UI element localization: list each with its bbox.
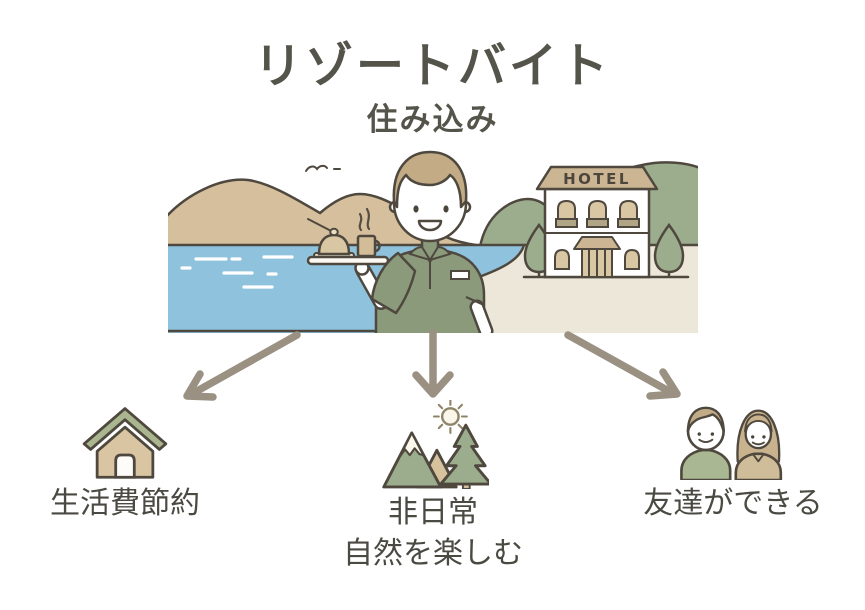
benefit-label: 友達ができる <box>643 486 823 521</box>
woman-figure <box>734 409 783 480</box>
page-subtitle: 住み込み <box>366 102 499 138</box>
name-tag <box>450 270 470 280</box>
arrow-left-icon <box>183 331 301 401</box>
benefit-save-living-costs: 生活費節約 <box>15 404 235 527</box>
bird-icon <box>305 164 341 172</box>
hair <box>392 150 468 209</box>
arrow-center-icon <box>412 329 454 398</box>
house-icon <box>82 407 168 479</box>
hotel-staff-figure <box>354 150 494 333</box>
benefit-label-line2: 自然を楽しむ <box>343 536 523 571</box>
man-figure <box>680 406 732 480</box>
hotel-sign: HOTEL <box>563 170 631 188</box>
face <box>413 205 449 232</box>
resort-scene-illustration: HOTEL <box>168 150 698 333</box>
pine-tree-icon <box>439 423 489 489</box>
serving-tray <box>306 207 390 266</box>
benefit-extraordinary-nature: 非日常 自然を楽しむ <box>323 400 543 571</box>
arrow-right-icon <box>564 331 681 400</box>
benefit-label: 生活費節約 <box>50 486 200 521</box>
cloche-icon <box>317 233 351 256</box>
friends-icon <box>680 406 783 480</box>
sun-icon <box>432 400 468 434</box>
cup-icon <box>356 234 377 258</box>
hotel-upper-windows <box>555 199 640 228</box>
steam-icon <box>358 207 371 232</box>
hotel-entrance <box>554 236 640 278</box>
arrows <box>183 329 681 401</box>
page-title: リゾートバイト <box>253 38 611 94</box>
mountains-sun-icon <box>382 400 489 489</box>
benefit-label: 非日常 <box>388 495 478 530</box>
hotel-building: HOTEL <box>522 165 690 279</box>
benefit-make-friends: 友達ができる <box>623 405 843 527</box>
lake-waves <box>180 255 294 289</box>
